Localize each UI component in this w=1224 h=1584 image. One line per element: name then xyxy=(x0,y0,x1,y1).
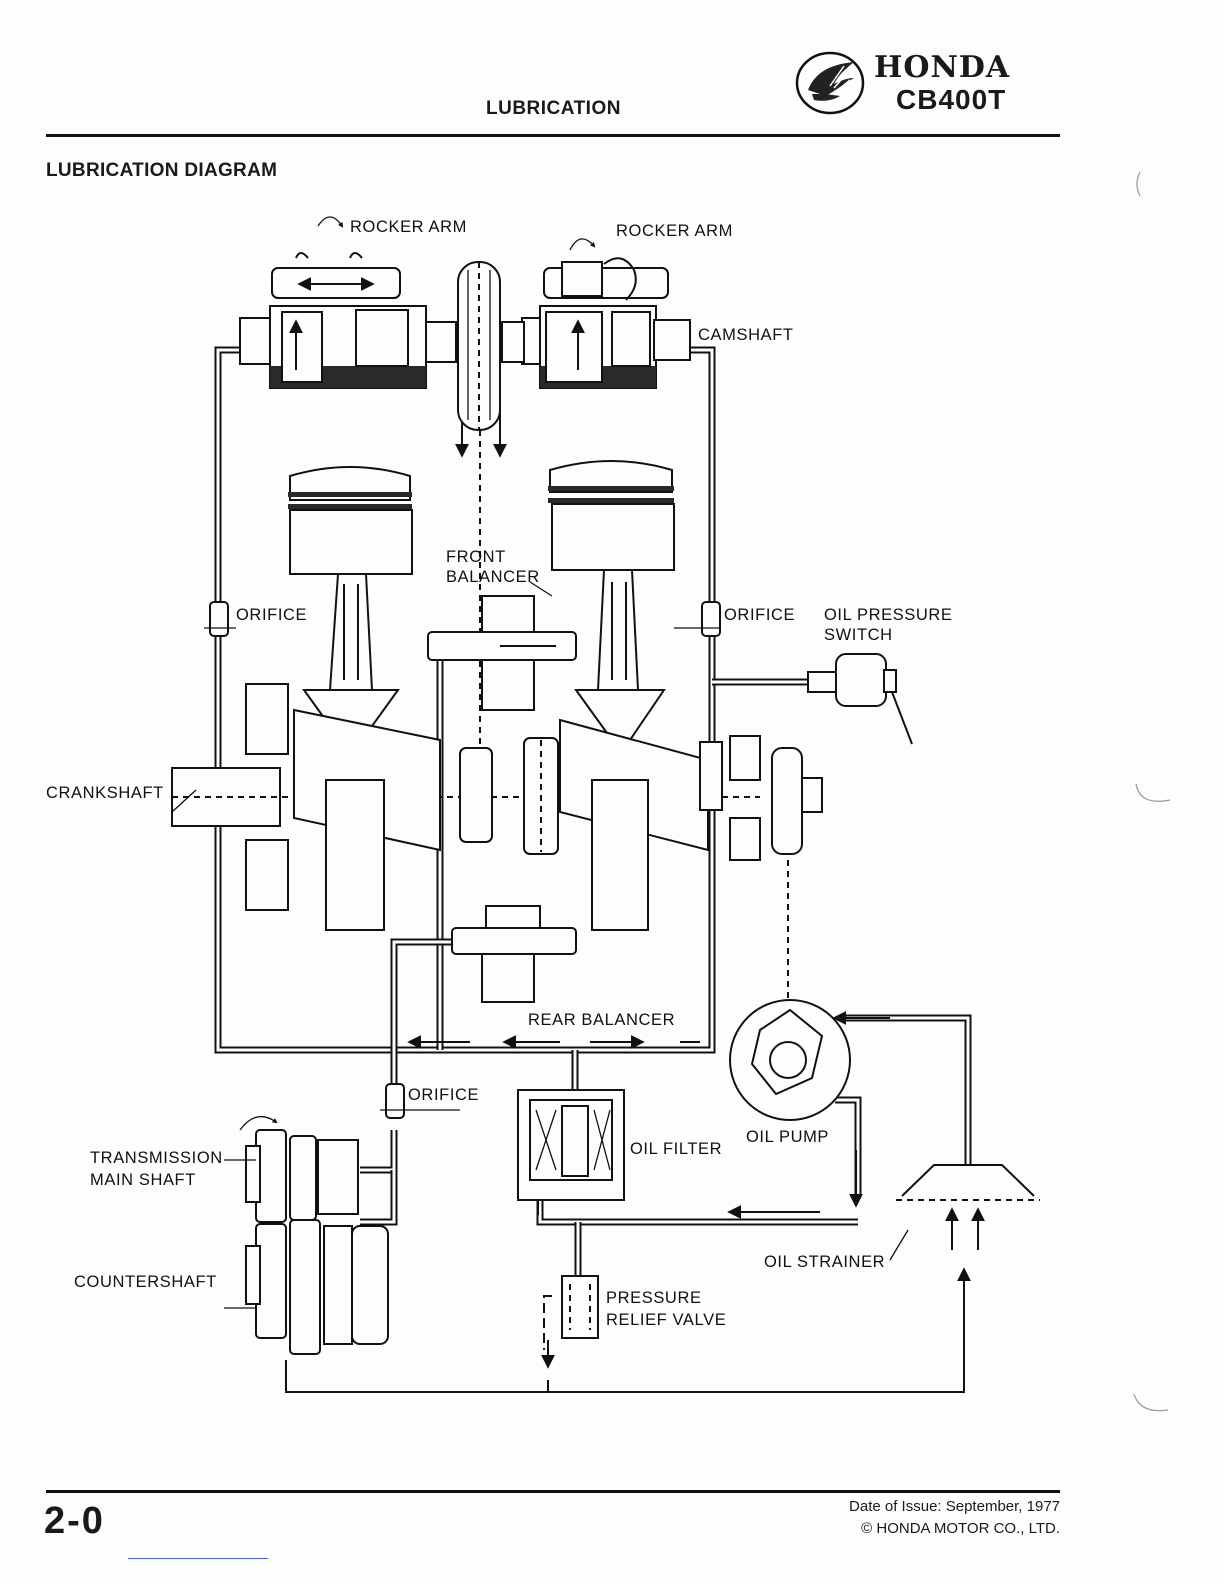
label-oil-pressure-switch-1: OIL PRESSURE xyxy=(824,606,953,624)
oil-filter xyxy=(517,1089,625,1201)
brand-name: HONDA xyxy=(874,50,1011,85)
label-transmission-main-shaft-1: TRANSMISSION xyxy=(90,1149,223,1167)
leader-lines xyxy=(171,581,909,1261)
diagram-title: LUBRICATION DIAGRAM xyxy=(46,160,278,181)
issue-date: Date of Issue: September, 1977 xyxy=(849,1498,1060,1515)
label-oil-strainer: OIL STRAINER xyxy=(764,1253,885,1271)
label-oil-filter: OIL FILTER xyxy=(630,1140,722,1158)
oil-pump-drive xyxy=(729,735,823,1000)
transmission-main-shaft xyxy=(224,1115,359,1223)
label-orifice-right: ORIFICE xyxy=(724,606,795,624)
piston-right xyxy=(548,460,675,741)
scan-artifact-line xyxy=(128,1558,268,1559)
label-countershaft: COUNTERSHAFT xyxy=(74,1273,217,1291)
honda-wing-logo xyxy=(794,50,866,116)
return-line xyxy=(285,1267,971,1393)
cylinder-head-right xyxy=(521,238,691,389)
label-pressure-relief-valve-2: RELIEF VALVE xyxy=(606,1311,726,1329)
crankshaft xyxy=(171,683,760,931)
label-orifice-lower: ORIFICE xyxy=(408,1086,479,1104)
label-rear-balancer: REAR BALANCER xyxy=(528,1011,675,1029)
oil-strainer xyxy=(896,1164,1040,1250)
rear-balancer xyxy=(451,905,577,1003)
binder-marks xyxy=(1133,171,1171,1412)
page-number: 2-0 xyxy=(44,1500,105,1542)
label-rocker-arm-right: ROCKER ARM xyxy=(616,222,733,240)
pressure-relief-valve xyxy=(541,1275,599,1369)
model-name: CB400T xyxy=(896,84,1007,115)
header-rule xyxy=(46,134,1060,137)
piston-left xyxy=(288,466,413,741)
cylinder-head-left xyxy=(239,216,427,389)
label-crankshaft: CRANKSHAFT xyxy=(46,784,164,802)
label-orifice-left: ORIFICE xyxy=(236,606,307,624)
front-balancer xyxy=(427,595,577,711)
oil-pump xyxy=(729,999,851,1121)
oil-pressure-switch xyxy=(807,653,913,745)
label-transmission-main-shaft-2: MAIN SHAFT xyxy=(90,1171,196,1189)
orifice-marks xyxy=(204,601,721,1119)
label-camshaft: CAMSHAFT xyxy=(698,326,794,344)
countershaft xyxy=(224,1219,389,1355)
copyright: © HONDA MOTOR CO., LTD. xyxy=(861,1520,1060,1537)
diagram-labels: ROCKER ARM ROCKER ARM CAMSHAFT FRONT BAL… xyxy=(46,218,953,1329)
footer-rule xyxy=(46,1490,1060,1493)
label-rocker-arm-left: ROCKER ARM xyxy=(350,218,467,236)
section-title: LUBRICATION xyxy=(486,98,621,119)
cam-sprocket xyxy=(425,261,525,750)
label-oil-pressure-switch-2: SWITCH xyxy=(824,626,893,644)
label-front-balancer-1: FRONT xyxy=(446,548,506,566)
label-pressure-relief-valve-1: PRESSURE xyxy=(606,1289,702,1307)
label-front-balancer-2: BALANCER xyxy=(446,568,540,586)
label-oil-pump: OIL PUMP xyxy=(746,1128,829,1146)
